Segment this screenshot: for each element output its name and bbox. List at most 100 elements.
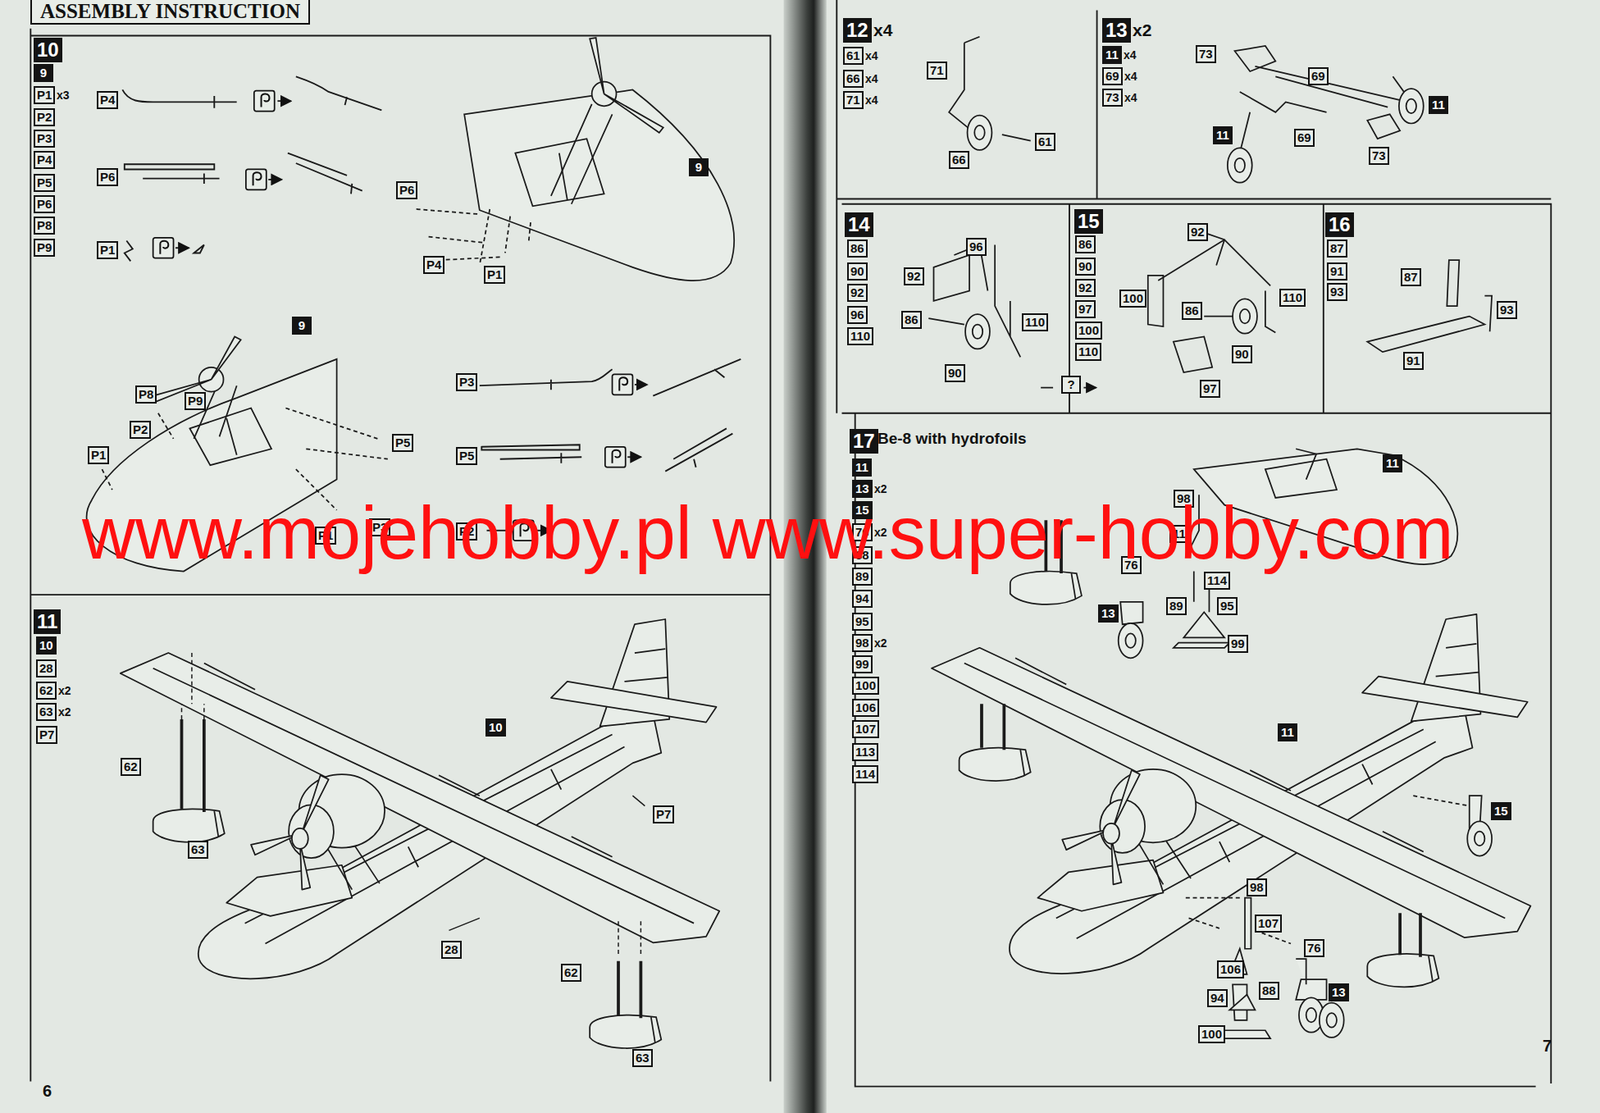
- callout-text: 97: [1078, 301, 1093, 316]
- callout-number: P1: [33, 86, 55, 105]
- callout-number: 9: [291, 316, 312, 335]
- callout-text: 71: [929, 63, 944, 78]
- callout-text: 110: [1078, 344, 1099, 359]
- callout-number: 96: [847, 305, 868, 324]
- callout-number: 86: [901, 310, 922, 329]
- callout-text: 90: [948, 365, 962, 380]
- callout-number: 71: [926, 61, 948, 80]
- step-number: 15: [1074, 209, 1104, 234]
- callout-text: P9: [36, 240, 52, 255]
- callout-text: 86: [904, 312, 919, 327]
- callout-number: 15: [1490, 802, 1512, 821]
- callout-text: 10: [39, 638, 54, 652]
- callout-text: 15: [1494, 803, 1509, 818]
- callout-text: 11: [1280, 724, 1295, 739]
- callout-number: 92: [847, 283, 868, 302]
- callout-number: P6: [396, 181, 418, 200]
- callout-text: 11: [1385, 455, 1400, 470]
- callout-number: 10: [485, 718, 506, 737]
- callout-number: 86: [847, 239, 868, 258]
- callout-number: 13: [1098, 604, 1119, 623]
- callout-number: 66: [843, 69, 864, 88]
- callout-text: P9: [187, 393, 203, 408]
- callout-number: 87: [1400, 268, 1422, 287]
- callout-number: 61: [843, 46, 864, 65]
- callout-number: 94: [852, 589, 873, 608]
- callout-number: 96: [966, 237, 987, 256]
- callout-text: 99: [855, 656, 870, 671]
- callout-number: 97: [1075, 300, 1096, 319]
- callout-text: 114: [855, 766, 876, 781]
- callout-text: 91: [1406, 353, 1421, 368]
- callout-text: P2: [132, 422, 148, 437]
- callout-text: 16: [1328, 213, 1351, 236]
- watermark: www.mojehobby.pl www.super-hobby.com: [82, 496, 1454, 570]
- callout-text: P1: [91, 447, 106, 462]
- callout-text: 73: [1105, 90, 1120, 105]
- quantity-label: x4: [865, 93, 879, 107]
- callout-number: 11: [1277, 723, 1298, 742]
- callout-text: 86: [850, 241, 865, 256]
- callout-number: 97: [1199, 379, 1221, 398]
- callout-text: 92: [1190, 224, 1205, 239]
- callout-text: 100: [1122, 291, 1144, 306]
- callout-number: 11: [1382, 454, 1403, 473]
- callout-text: 93: [1499, 302, 1514, 317]
- quantity-label: x4: [865, 49, 879, 63]
- page-header: ASSEMBLY INSTRUCTION: [30, 0, 310, 25]
- callout-text: 62: [564, 965, 579, 980]
- callout-number: 66: [948, 150, 970, 169]
- callout-text: 69: [1297, 130, 1312, 145]
- callout-text: 28: [444, 942, 459, 957]
- callout-text: 13: [1105, 18, 1128, 42]
- callout-number: P3: [33, 129, 55, 148]
- callout-text: 73: [1198, 46, 1213, 61]
- callout-number: P1: [87, 446, 110, 465]
- callout-text: 62: [123, 759, 138, 774]
- callout-number: 69: [1102, 67, 1123, 86]
- callout-text: P8: [36, 218, 52, 233]
- callout-text: 73: [1372, 148, 1386, 163]
- quantity-label: x4: [1124, 91, 1138, 105]
- callout-number: 100: [1075, 321, 1103, 340]
- callout-text: 66: [846, 71, 861, 86]
- callout-number: P3: [455, 373, 478, 392]
- callout-number: P7: [36, 725, 58, 744]
- callout-number: 106: [852, 698, 880, 717]
- callout-text: 87: [1330, 241, 1345, 256]
- callout-text: 14: [847, 213, 871, 236]
- callout-number: 93: [1496, 300, 1518, 320]
- callout-number: 13: [1328, 983, 1350, 1002]
- callout-number: P5: [455, 446, 478, 465]
- callout-text: 90: [1078, 259, 1093, 274]
- callout-text: 110: [850, 328, 871, 343]
- callout-number: P9: [33, 238, 55, 257]
- callout-text: P5: [36, 175, 52, 190]
- callout-text: P6: [100, 169, 115, 184]
- callout-number: P5: [392, 433, 414, 452]
- callout-text: 63: [635, 1050, 650, 1065]
- callout-number: 9: [688, 158, 709, 177]
- callout-number: 91: [1326, 262, 1348, 281]
- callout-text: P7: [39, 727, 55, 742]
- callout-text: 88: [1262, 983, 1277, 998]
- callout-number: 73: [1195, 45, 1217, 64]
- callout-text: 10: [36, 38, 60, 61]
- callout-text: 97: [1203, 381, 1218, 396]
- callout-number: P8: [135, 385, 157, 404]
- callout-text: 62: [39, 683, 54, 698]
- callout-text: 13: [1331, 984, 1346, 999]
- callout-number: 9: [33, 63, 54, 83]
- callout-number: P6: [33, 195, 55, 214]
- callout-text: P4: [36, 152, 52, 167]
- callout-text: 63: [39, 704, 54, 719]
- callout-text: 13: [1101, 606, 1116, 620]
- callout-text: 110: [1025, 314, 1045, 329]
- callout-text: 86: [1078, 237, 1093, 251]
- callout-text: ?: [1066, 377, 1075, 392]
- callout-number: 63: [187, 840, 209, 859]
- callout-text: P6: [399, 182, 415, 197]
- callout-number: 92: [903, 267, 925, 286]
- callout-text: 86: [1185, 303, 1199, 318]
- callout-number: 11: [1212, 126, 1233, 145]
